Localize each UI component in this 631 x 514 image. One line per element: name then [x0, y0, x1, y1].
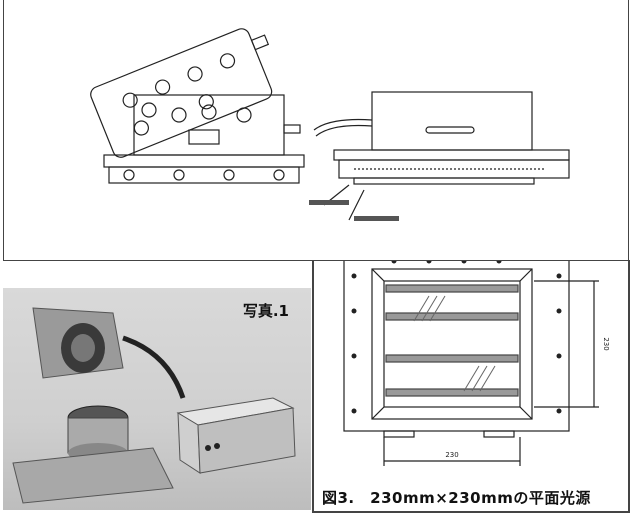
product-photo: 写真.1	[3, 288, 311, 510]
figure-caption: 図3. 230mm×230mmの平面光源	[322, 489, 591, 507]
width-dimension: 230	[445, 451, 458, 459]
photo-illustration	[12, 307, 296, 504]
height-dimension: 230	[602, 337, 610, 350]
photo-label: 写真.1	[242, 302, 289, 320]
side-view-drawing	[90, 28, 570, 221]
plan-view-drawing: 230 230	[343, 261, 610, 466]
side-view-drawing-frame	[3, 0, 629, 261]
plan-view-frame: 230 230 図3. 230mm×230mmの平面光源	[312, 260, 630, 513]
